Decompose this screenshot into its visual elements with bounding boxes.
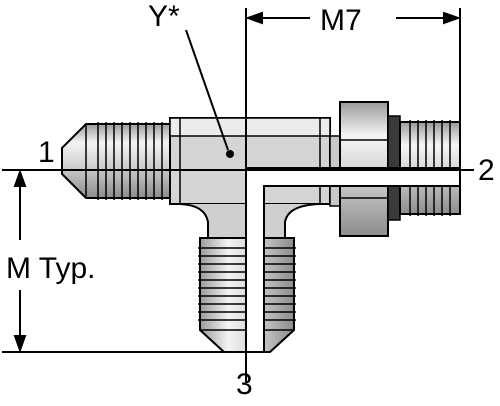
port-2-label: 2 bbox=[478, 154, 495, 187]
port-1-label: 1 bbox=[38, 136, 55, 169]
port-3-label: 3 bbox=[236, 368, 253, 401]
y-ref-label: Y* bbox=[148, 0, 180, 33]
y-leader bbox=[185, 29, 234, 158]
dimension-m-typ bbox=[13, 169, 27, 353]
m-typ-label: M Typ. bbox=[6, 252, 95, 285]
dimension-m7 bbox=[245, 8, 461, 122]
m7-label: M7 bbox=[320, 4, 362, 37]
left-flare-end bbox=[61, 122, 171, 200]
